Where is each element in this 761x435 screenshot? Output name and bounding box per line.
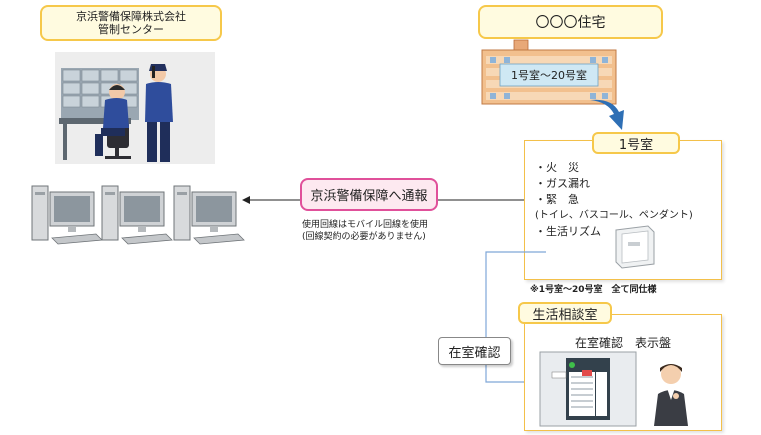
pc-icon-2 — [101, 185, 173, 245]
staff-illustration — [654, 364, 688, 426]
room-title: 1号室 — [592, 132, 680, 154]
counseling-title-text: 生活相談室 — [532, 307, 598, 323]
display-panel-device — [539, 351, 637, 427]
building-to-room-arrow — [590, 99, 624, 130]
residence-title: 〇〇〇住宅 — [478, 5, 663, 39]
room-alarm-list: ・火 災 ・ガス漏れ ・緊 急 (トイレ、バスコール、ペンダント) ・生活リズム — [535, 160, 715, 240]
room-range-label: 1号室～20号室 — [500, 66, 598, 86]
report-box: 京浜警備保障へ通報 — [300, 178, 438, 211]
presence-check-label: 在室確認 — [448, 345, 501, 361]
alarm-item-gas: ・ガス漏れ — [535, 177, 590, 190]
alarm-item-emergency: ・緊 急 — [535, 193, 579, 206]
room-range-text: 1号室～20号室 — [511, 69, 587, 82]
counseling-title: 生活相談室 — [518, 302, 612, 324]
room-footnote: ※1号室～20号室 全て同仕様 — [530, 282, 730, 295]
room-footnote-text: ※1号室～20号室 全て同仕様 — [530, 285, 657, 295]
display-panel-label: 在室確認 表示盤 — [575, 334, 695, 351]
pc-icon-3 — [173, 185, 245, 245]
company-name: 京浜警備保障株式会社 — [76, 10, 186, 23]
report-label: 京浜警備保障へ通報 — [310, 189, 428, 204]
presence-check-box: 在室確認 — [438, 337, 511, 365]
alarm-item-life-rhythm: ・生活リズム — [535, 225, 601, 238]
control-center-label: 京浜警備保障株式会社 管制センター — [40, 5, 222, 41]
room-device-icon — [615, 225, 655, 269]
residence-name: 〇〇〇住宅 — [535, 15, 606, 31]
report-note-line1: 使用回線はモバイル回線を使用 — [302, 220, 429, 230]
alarm-item-fire: ・火 災 — [535, 161, 579, 174]
room-title-text: 1号室 — [618, 137, 654, 153]
report-note-line2: (回線契約の必要がありません) — [302, 232, 426, 242]
control-center-illustration — [55, 52, 215, 164]
report-note: 使用回線はモバイル回線を使用 (回線契約の必要がありません) — [302, 219, 472, 243]
display-panel-label-text: 在室確認 表示盤 — [575, 336, 672, 350]
alarm-item-emergency-detail: (トイレ、バスコール、ペンダント) — [535, 210, 693, 221]
pc-icon-1 — [31, 185, 103, 245]
building-illustration — [481, 39, 617, 105]
center-name: 管制センター — [98, 23, 164, 36]
